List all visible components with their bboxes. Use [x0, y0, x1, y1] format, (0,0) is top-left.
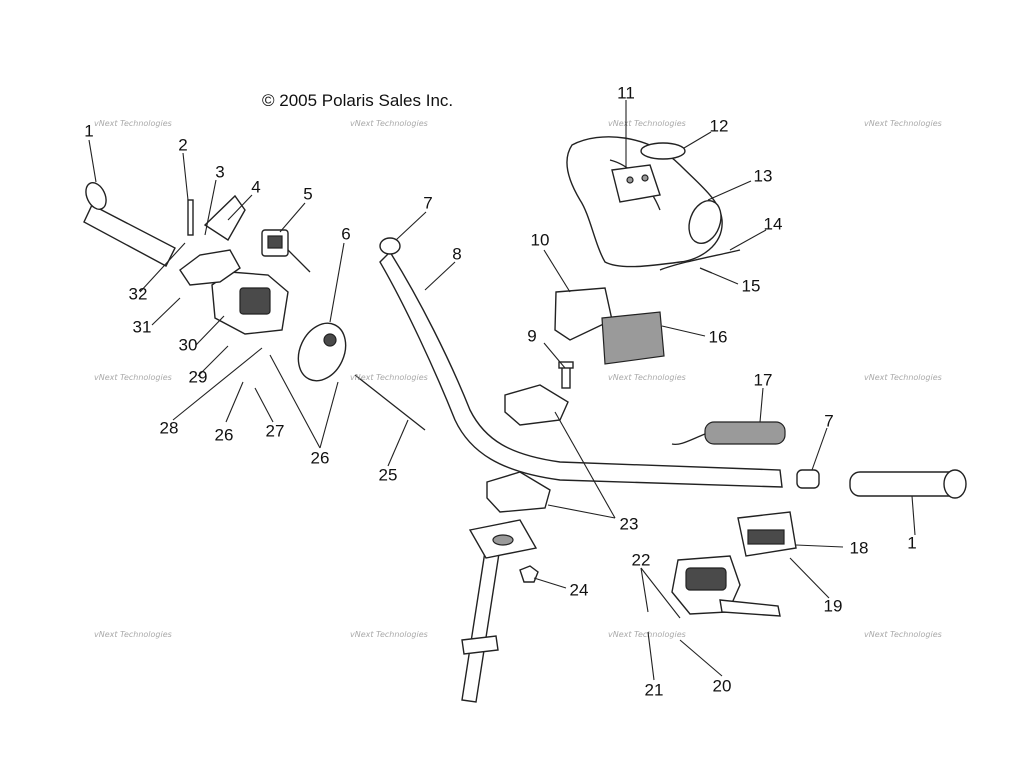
callout-4: 4 [251, 177, 261, 197]
bracket-16 [601, 311, 665, 365]
steering-column [461, 519, 538, 703]
callout-24: 24 [569, 580, 589, 600]
watermark: vNext Technologies [864, 373, 942, 382]
callout-1: 1 [84, 121, 94, 141]
callout-1b: 1 [907, 533, 917, 553]
watermark: vNext Technologies [350, 630, 428, 639]
watermark: vNext Technologies [94, 373, 172, 382]
callout-25: 25 [378, 465, 398, 485]
callout-30: 30 [178, 335, 198, 355]
panel-10 [554, 287, 613, 341]
callout-17: 17 [753, 370, 773, 390]
watermark: vNext Technologies [94, 630, 172, 639]
handlebar [379, 250, 783, 488]
lever-bracket [203, 194, 246, 241]
callout-7b: 7 [824, 411, 834, 431]
throttle-lever [179, 249, 241, 286]
cable-25 [354, 374, 426, 431]
callout-10: 10 [530, 230, 550, 250]
callout-19: 19 [823, 596, 843, 616]
callout-32: 32 [128, 284, 148, 304]
callout-21: 21 [644, 680, 664, 700]
switch-5 [261, 229, 311, 273]
watermark: vNext Technologies [350, 373, 428, 382]
callout-16: 16 [708, 327, 728, 347]
pin-2 [187, 199, 194, 236]
callout-15: 15 [741, 276, 761, 296]
handlebar-clamp-lower [486, 471, 551, 513]
bolt-9 [558, 361, 574, 389]
watermark: vNext Technologies [350, 119, 428, 128]
bar-end-plug-left [379, 237, 401, 255]
heated-grip [671, 421, 786, 446]
screw-15 [699, 267, 713, 274]
copyright-notice: © 2005 Polaris Sales Inc. [262, 91, 454, 110]
watermark: vNext Technologies [864, 119, 942, 128]
callout-11: 11 [617, 83, 635, 103]
master-cylinder [671, 555, 781, 617]
callout-2: 2 [178, 135, 188, 155]
callout-3: 3 [215, 162, 225, 182]
callout-31: 31 [132, 317, 152, 337]
callout-29: 29 [188, 367, 208, 387]
callout-22: 22 [631, 550, 651, 570]
throttle-housing [211, 271, 289, 335]
watermark: vNext Technologies [864, 630, 942, 639]
callout-7: 7 [423, 193, 433, 213]
cover-18 [737, 511, 797, 557]
switch-housing-6 [297, 322, 347, 382]
callout-27: 27 [265, 421, 285, 441]
callout-26b: 26 [214, 425, 234, 445]
callout-28: 28 [159, 418, 179, 438]
watermark: vNext Technologies [608, 373, 686, 382]
callout-26a: 26 [310, 448, 330, 468]
watermark: vNext Technologies [608, 119, 686, 128]
watermark: vNext Technologies [608, 630, 686, 639]
grip-right [849, 469, 967, 499]
handlebar-pod [566, 136, 723, 268]
callout-12: 12 [709, 116, 729, 136]
callout-20: 20 [712, 676, 732, 696]
grip-left [83, 182, 176, 267]
callout-8: 8 [452, 244, 462, 264]
wire-harness [659, 249, 741, 271]
bar-end-plug-right [796, 469, 820, 489]
nut-24 [519, 565, 539, 583]
callout-6: 6 [341, 224, 351, 244]
switch-panel [611, 164, 661, 203]
callout-18: 18 [849, 538, 869, 558]
callout-13: 13 [753, 166, 773, 186]
callout-14: 14 [763, 214, 783, 234]
callout-5: 5 [303, 184, 313, 204]
callout-23: 23 [619, 514, 639, 534]
callout-9: 9 [527, 326, 537, 346]
watermark: vNext Technologies [94, 119, 172, 128]
decal [640, 142, 686, 160]
